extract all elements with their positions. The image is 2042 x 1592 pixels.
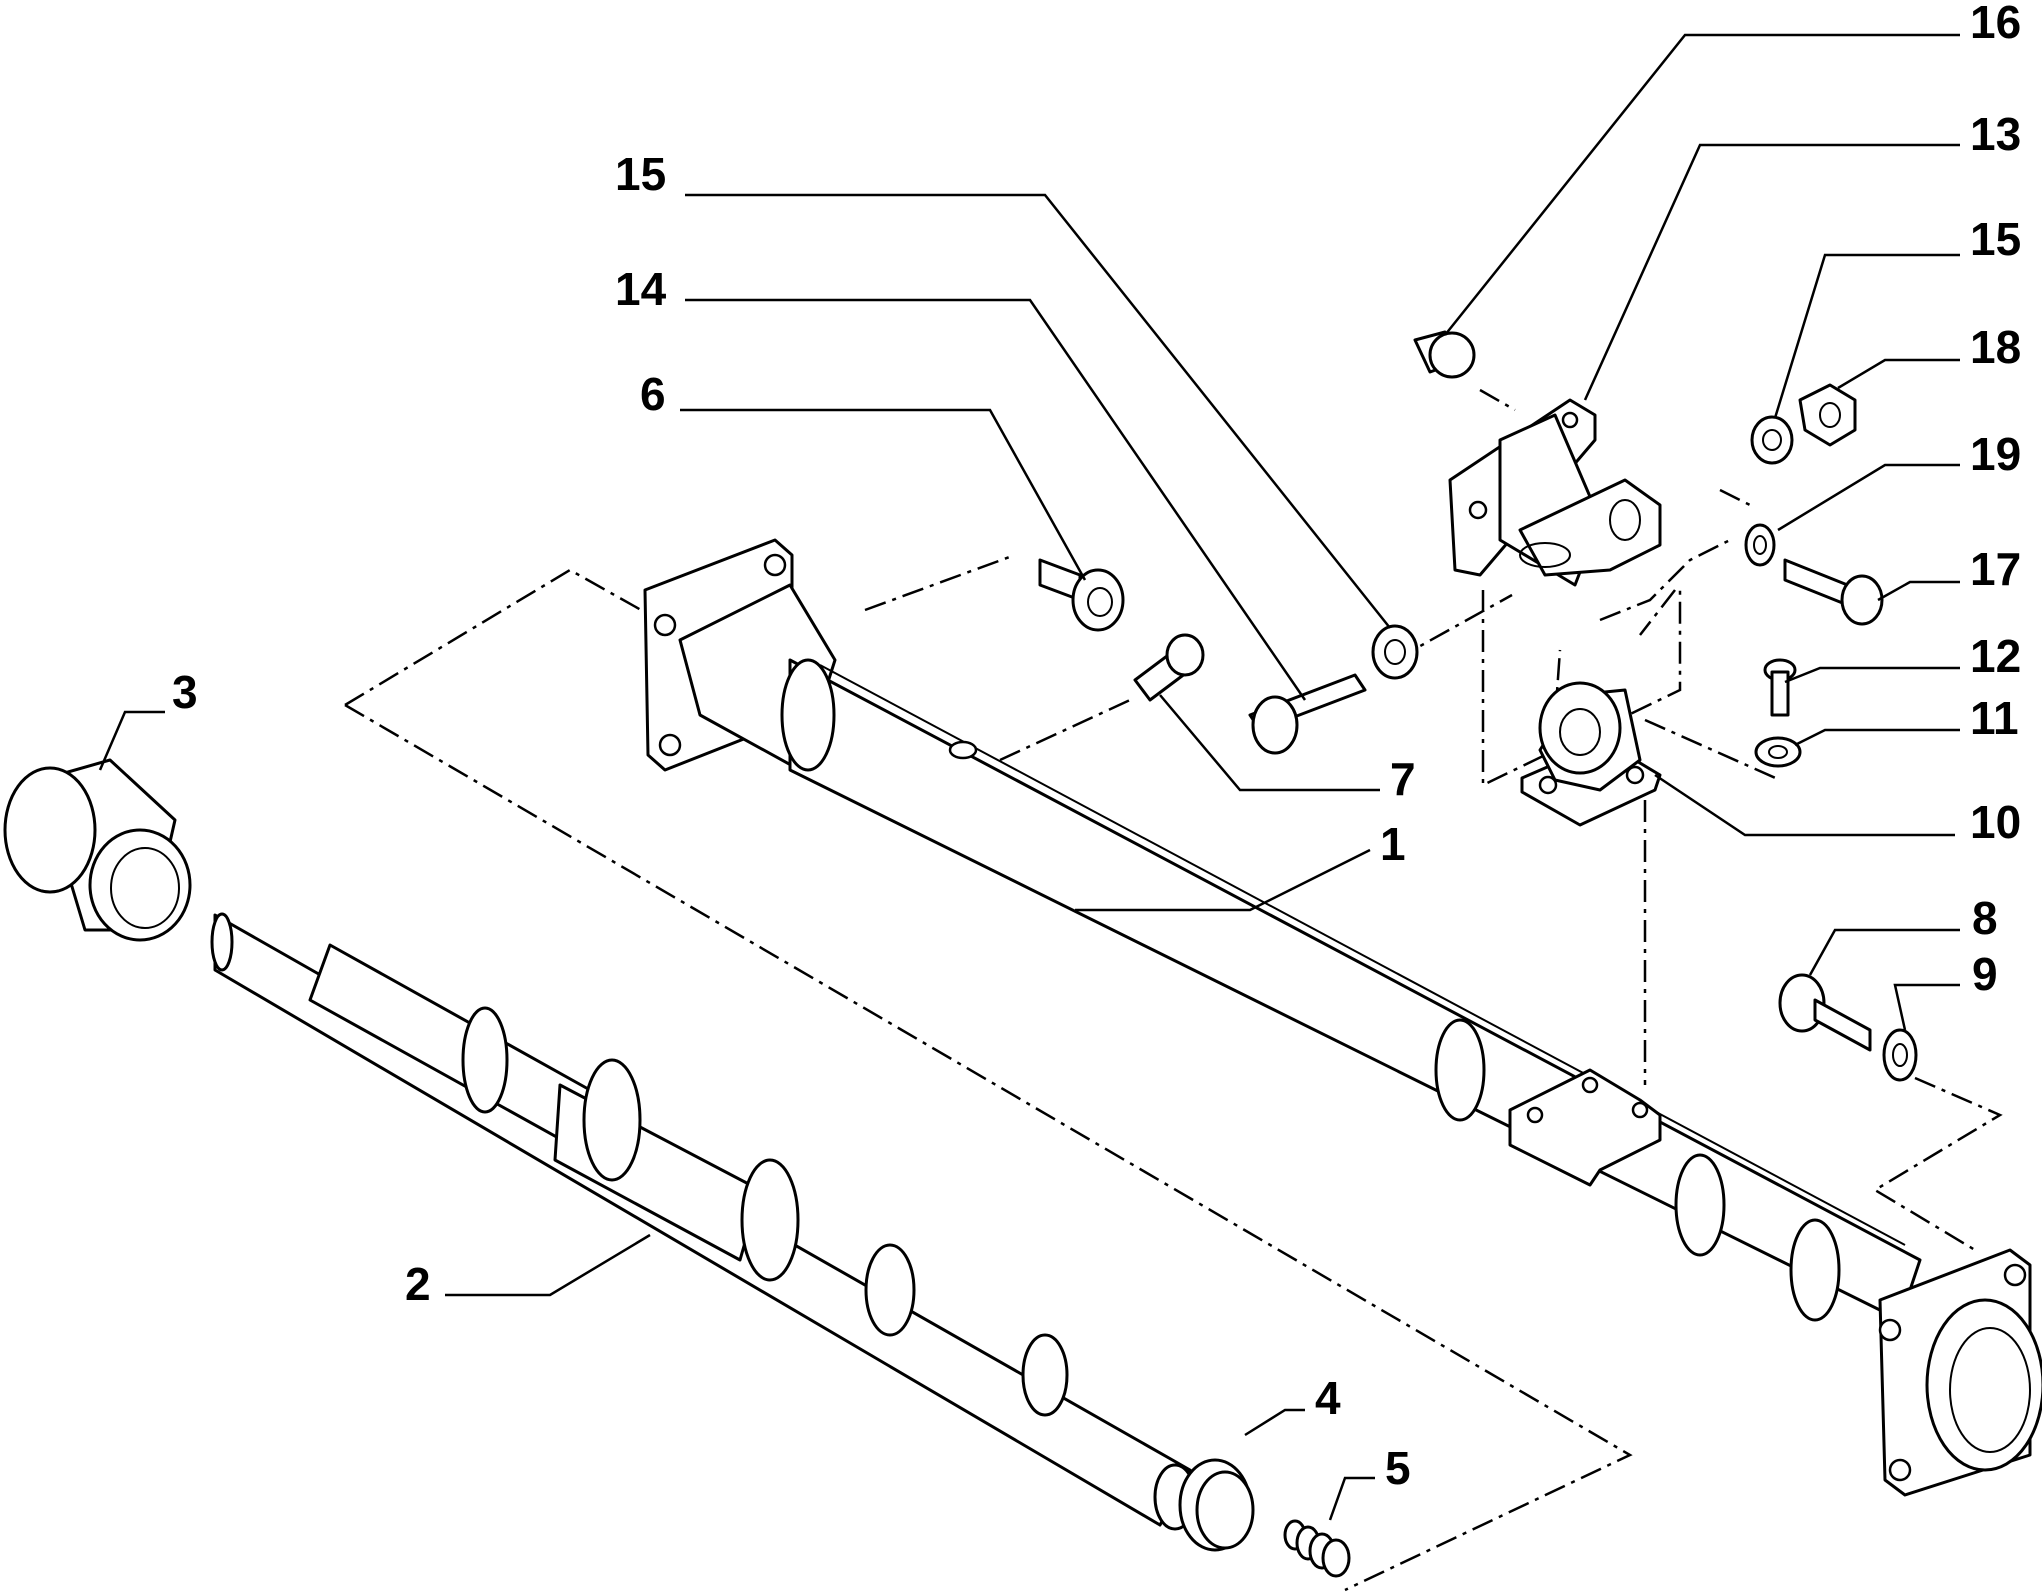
nut-part-18 (1798, 383, 1857, 447)
callout-9: 9 (1972, 948, 1998, 1000)
sleeve-part-16 (1413, 330, 1476, 379)
callout-11: 11 (1970, 692, 2019, 744)
cap-part-4 (1178, 1458, 1255, 1552)
bolt-part-8 (1778, 973, 1872, 1052)
callout-16: 16 (1970, 0, 2021, 48)
callout-1: 1 (1380, 818, 1406, 870)
callout-17: 17 (1970, 543, 2021, 595)
washer-part-19 (1744, 523, 1776, 567)
hex-bolt-part-17 (1783, 558, 1884, 626)
shaft-part-2 (210, 912, 1197, 1531)
spring-part-5 (1283, 1519, 1351, 1578)
callout-5: 5 (1385, 1442, 1411, 1494)
washer-part-15-right (1750, 415, 1794, 465)
bolt-part-12 (1763, 658, 1797, 717)
washer-part-11 (1754, 736, 1802, 768)
callout-13: 13 (1970, 108, 2021, 160)
callout-10: 10 (1970, 796, 2021, 848)
callout-2: 2 (405, 1258, 431, 1310)
callout-19: 19 (1970, 428, 2021, 480)
bushing-part-3 (3, 758, 192, 942)
callout-14: 14 (615, 263, 667, 315)
mount-part-10 (1520, 681, 1662, 827)
leader-lines (98, 33, 1960, 1521)
callout-8: 8 (1972, 892, 1998, 944)
callout-4: 4 (1315, 1372, 1341, 1424)
callout-3: 3 (172, 666, 198, 718)
callout-12: 12 (1970, 630, 2021, 682)
bracket-part-13 (1448, 398, 1662, 587)
washer-part-15-left (1371, 624, 1419, 680)
socket-screw-part-6 (1038, 558, 1125, 632)
grease-nipple-part-7 (1133, 633, 1205, 702)
hex-bolt-part-14 (1248, 673, 1367, 755)
assembly-dash-lines (344, 388, 2003, 1592)
callout-15-left: 15 (615, 148, 666, 200)
washer-part-9 (1882, 1028, 1918, 1082)
main-tube-part-1 (643, 538, 2042, 1497)
callout-6: 6 (640, 368, 666, 420)
callout-18: 18 (1970, 321, 2021, 373)
callout-numbers: 1 2 3 4 5 6 7 8 9 10 11 12 13 14 15 15 1… (172, 0, 2021, 1494)
callout-7: 7 (1390, 753, 1416, 805)
callout-15-right: 15 (1970, 213, 2021, 265)
